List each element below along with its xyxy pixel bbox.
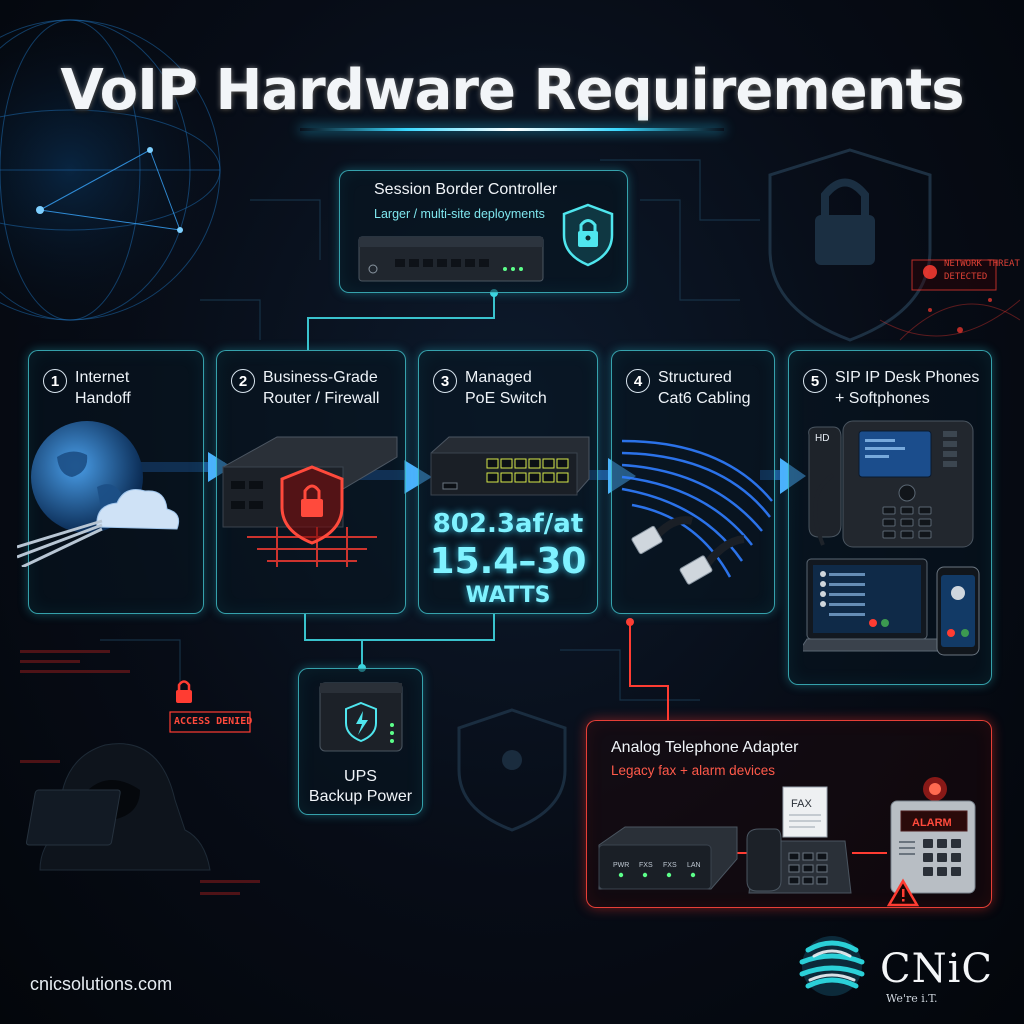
sbc-card: Session Border Controller Larger / multi… [339, 170, 628, 293]
ata-adapter-icon: PWR FXS FXS LAN [598, 826, 738, 890]
alarm-label: ALARM [912, 817, 952, 829]
step-number: 2 [231, 369, 255, 393]
poe-watt-unit: WATTS [465, 583, 551, 608]
hd-badge: HD [815, 433, 829, 444]
ata-led-fxs1: FXS [639, 862, 653, 869]
fax-machine-icon: FAX [746, 786, 852, 894]
alarm-panel-icon: ALARM [886, 777, 976, 907]
step-label: SIP IP Desk Phones + Softphones [835, 369, 980, 407]
network-threat-tag: NETWORK THREAT DETECTED [944, 259, 1020, 282]
mobile-softphone-icon [936, 566, 980, 656]
access-denied-tag: ACCESS DENIED [174, 716, 253, 727]
step-card-internet-handoff: 1 Internet Handoff [17, 350, 204, 614]
ups-card: UPS Backup Power [298, 668, 423, 815]
ata-led-fxs2: FXS [663, 862, 677, 869]
page-title: VoIP Hardware Requirements [60, 58, 964, 123]
ata-led-pwr: PWR [613, 862, 629, 869]
footer-url[interactable]: cnicsolutions.com [30, 974, 173, 994]
ata-card: Analog Telephone Adapter Legacy fax + al… [586, 720, 992, 908]
fax-label: FAX [791, 798, 812, 810]
step-card-cat6-cabling: 4 Structured Cat6 Cabling [611, 350, 775, 614]
brand-name: CNiC [880, 946, 994, 992]
ata-title: Analog Telephone Adapter [611, 739, 799, 756]
cnic-logo-icon [799, 936, 865, 996]
title-underline [300, 128, 724, 131]
step-label: Business-Grade Router / Firewall [263, 369, 380, 407]
step-card-poe-switch: 3 Managed PoE Switch 802.3af/at 15.4–30 … [418, 350, 598, 614]
step-card-sip-phones: 5 SIP IP Desk Phones + Softphones HD [788, 350, 992, 685]
sbc-subtitle: Larger / multi-site deployments [374, 207, 545, 221]
step-number: 3 [433, 369, 457, 393]
ups-subtitle: Backup Power [308, 788, 413, 805]
step-label: Internet Handoff [75, 369, 131, 407]
ups-title: UPS [344, 768, 377, 785]
step-number: 5 [803, 369, 827, 393]
firewall-router-icon [222, 436, 398, 567]
ata-led-lan: LAN [687, 862, 701, 869]
globe-cloud-icon [17, 421, 180, 567]
shield-lock-icon [562, 203, 614, 267]
ups-battery-icon [319, 682, 403, 752]
sbc-title: Session Border Controller [374, 181, 558, 198]
poe-switch-icon [430, 436, 590, 496]
step-card-router-firewall: 2 Business-Grade Router / Firewall [216, 350, 406, 614]
step-label: Structured Cat6 Cabling [658, 369, 751, 407]
step-label: Managed PoE Switch [465, 369, 547, 407]
step-number: 1 [43, 369, 67, 393]
ata-subtitle: Legacy fax + alarm devices [611, 763, 775, 778]
brand-tagline: We're i.T. [886, 992, 938, 1005]
poe-standard: 802.3af/at [432, 509, 584, 539]
poe-watt-range: 15.4–30 [429, 541, 587, 582]
desk-phone-icon: HD [808, 420, 974, 548]
cat6-cable-icon [621, 439, 773, 585]
laptop-softphone-icon [803, 558, 943, 652]
step-number: 4 [626, 369, 650, 393]
sbc-appliance-icon [358, 236, 544, 282]
